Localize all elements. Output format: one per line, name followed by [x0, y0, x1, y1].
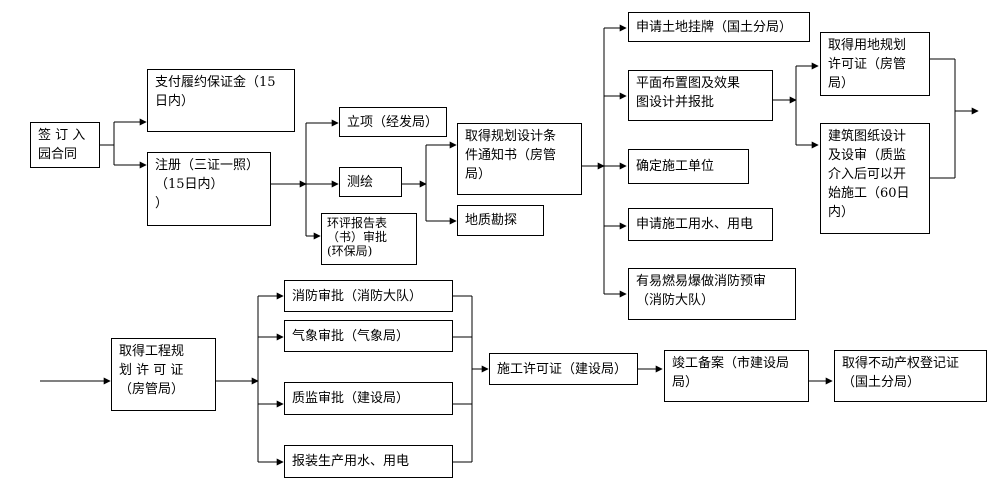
node-utilities-production: 报装生产用水、用电 [284, 445, 453, 478]
node-construction-permit: 施工许可证（建设局） [489, 353, 638, 385]
node-weather-approval: 气象审批（气象局） [284, 320, 453, 352]
node-planning-conditions: 取得规划设计条 件通知书（房管 局） [457, 123, 582, 195]
node-land-listing: 申请土地挂牌（国土分局） [628, 12, 810, 42]
node-sign-contract: 签 订 入 园合同 [30, 122, 100, 168]
node-geological-survey: 地质勘探 [457, 205, 544, 236]
node-contractor: 确定施工单位 [628, 149, 749, 184]
node-property-certificate: 取得不动产权登记证 （国土分局） [834, 350, 987, 402]
node-drawing-design: 建筑图纸设计 及设审（质监 介入后可以开 始施工（60日 内） [820, 123, 930, 234]
node-quality-approval: 质监审批（建设局） [284, 382, 453, 415]
node-pay-deposit: 支付履约保证金（15 日内） [147, 69, 295, 132]
node-survey: 测绘 [339, 167, 402, 197]
node-utilities-construction: 申请施工用水、用电 [628, 208, 773, 241]
node-layout-plan: 平面布置图及效果 图设计并报批 [628, 70, 773, 121]
node-engineering-permit: 取得工程规 划 许 可 证 （房管局） [111, 338, 216, 411]
node-project-approval: 立项（经发局） [339, 107, 447, 137]
node-register: 注册（三证一照） （15日内） ） [147, 152, 271, 226]
node-land-use-permit: 取得用地规划 许可证（房管 局） [820, 32, 930, 96]
node-fire-pre-review: 有易燃易爆做消防预审 （消防大队） [628, 268, 796, 320]
node-eia-approval: 环评报告表 （书）审批 (环保局) [321, 213, 417, 265]
node-completion-filing: 竣工备案（市建设局 局） [664, 350, 809, 402]
node-fire-approval: 消防审批（消防大队） [284, 280, 453, 312]
